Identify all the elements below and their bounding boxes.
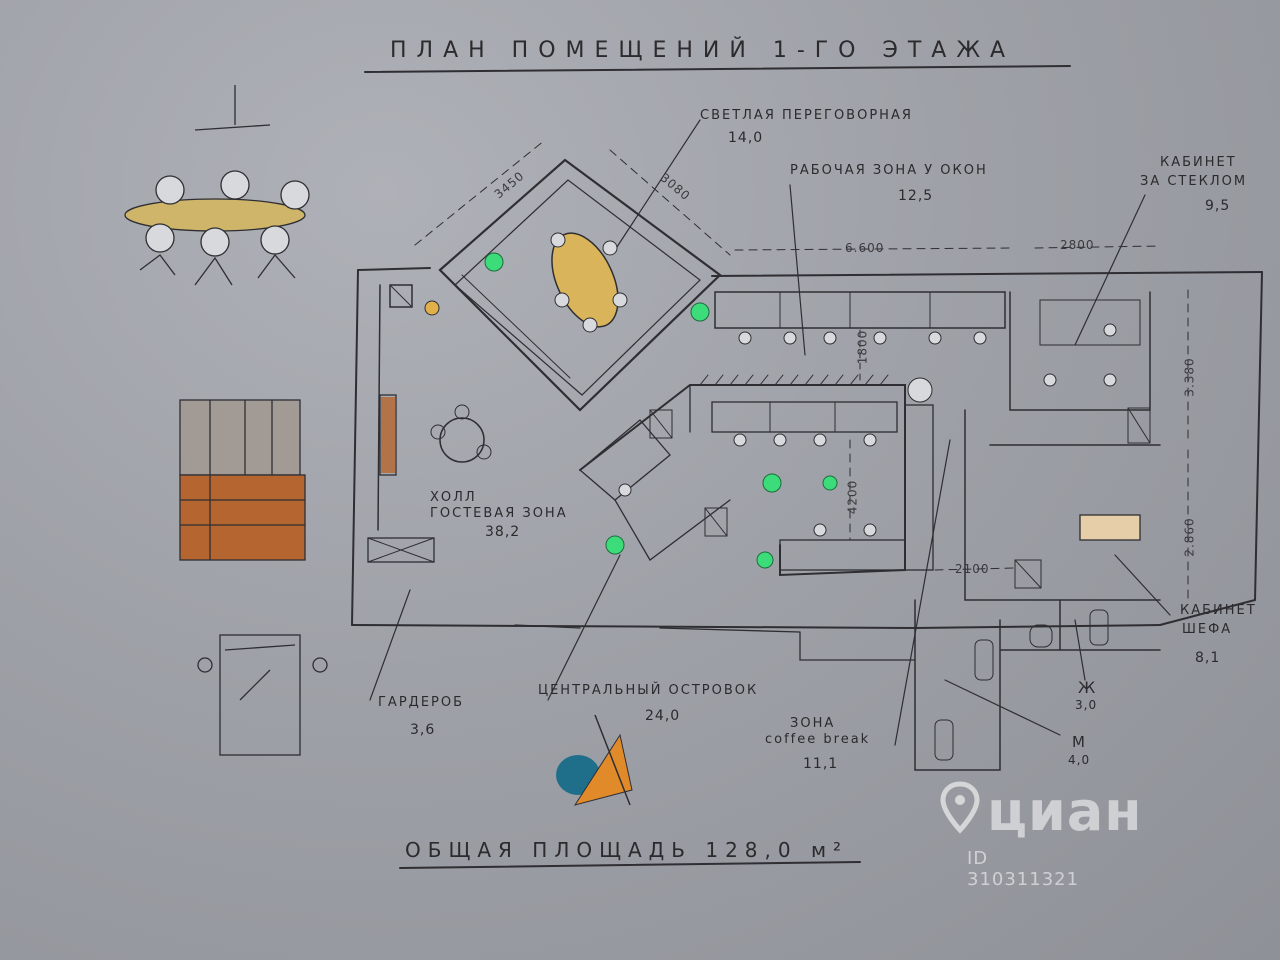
coffee-label-1: ЗОНА [790,716,836,731]
watermark-id: ID 310311321 [967,848,1080,890]
meeting-room-wall [438,158,722,412]
wc-male-label: М [1072,733,1087,751]
glass-office-wall [1009,291,1151,411]
sketch-cabinet [179,399,306,561]
corner-box-left [389,284,413,308]
glass-office-label-2: ЗА СТЕКЛОМ [1140,174,1248,189]
wc-female-label: Ж [1078,678,1098,697]
plant [484,252,504,272]
boss-office-area: 8,1 [1195,650,1221,666]
dim-1800: 1800 [855,329,870,365]
island-desk-top [711,401,898,433]
glass-office-area: 9,5 [1205,198,1231,214]
outer-wall-bottom [351,624,1161,629]
dim-6600-line [734,247,1011,251]
dim-2800-line [1034,245,1161,249]
watermark-brand: циан [987,780,1143,843]
outer-wall-left [351,269,359,626]
leader-wardrobe [369,589,411,701]
logo-mark [556,714,633,806]
sketch-meeting-table [124,85,310,286]
dim-3080-line [609,149,731,256]
outer-wall-right [1159,271,1263,626]
dim-4200: 4200 [845,479,860,515]
dim-6600: 6.600 [845,241,885,255]
dim-2800: 2800 [1060,238,1095,252]
hall-cabinet [379,394,397,476]
wardrobe-area: 3,6 [410,722,436,738]
hall-area: 38,2 [485,524,521,540]
leader-meeting [614,119,701,251]
leader-glass [1074,194,1146,346]
window-desk-row [714,291,1006,329]
plan-title: ПЛАН ПОМЕЩЕНИЙ 1-ГО ЭТАЖА [390,38,1016,63]
wc-male-area: 4,0 [1068,753,1091,767]
wc-female-area: 3,0 [1075,698,1098,712]
island-area: 24,0 [645,708,681,724]
meeting-room-label: СВЕТЛАЯ ПЕРЕГОВОРНАЯ [700,108,913,123]
hall-label-1: ХОЛЛ [430,490,477,505]
glass-office-label-1: КАБИНЕТ [1160,155,1237,170]
dim-3380: 3.380 [1182,357,1197,397]
island-desk-bottom [779,539,906,571]
title-underline [364,65,1071,73]
boss-desk [1079,514,1141,541]
dim-2100: 2100 [955,562,990,576]
coffee-label-2: coffee break [765,732,871,747]
boss-office-label-1: КАБИНЕТ [1180,603,1257,618]
boss-office-label-2: ШЕФА [1182,622,1233,637]
window-zone-label: РАБОЧАЯ ЗОНА У ОКОН [790,163,988,178]
outer-wall-top [357,267,1263,277]
meeting-room-area: 14,0 [728,130,764,146]
total-area: ОБЩАЯ ПЛОЩАДЬ 128,0 м² [405,838,849,862]
location-pin-icon [940,781,980,834]
hall-round-table [439,417,485,463]
hall-label-2: ГОСТЕВАЯ ЗОНА [430,506,568,521]
inner-wall-left [377,284,381,531]
meeting-room-inner [454,179,701,396]
island-label: ЦЕНТРАЛЬНЫЙ ОСТРОВОК [538,683,759,698]
wardrobe-label: ГАРДЕРОБ [378,695,465,710]
total-underline [399,861,861,869]
leader-island [547,554,621,701]
dim-2860: 2.860 [1182,517,1197,557]
leader-boss [1114,554,1171,616]
leader-wc-m [944,679,1061,736]
boss-office-wall [964,409,1161,601]
sketch-wardrobe [197,634,328,756]
leader-window [789,184,806,356]
leader-coffee [894,439,951,746]
island-desk-right [904,404,934,571]
coffee-area: 11,1 [803,756,839,772]
window-zone-area: 12,5 [898,188,934,204]
dim-3450-line [414,139,546,246]
leader-wc-f [1074,619,1086,681]
